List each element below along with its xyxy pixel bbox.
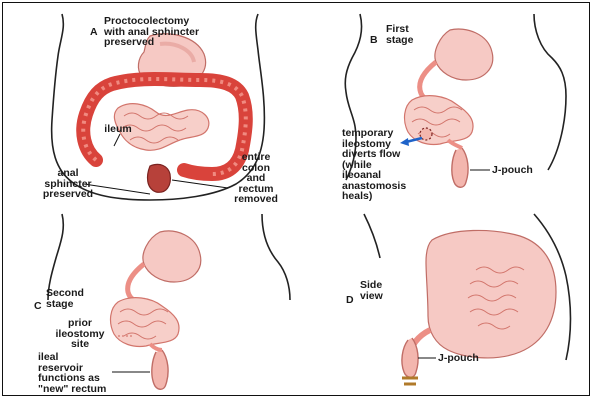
panel-c-stomach [143,231,201,282]
panel-c-duodenum [128,264,146,302]
panel-a-title: Proctocolectomy with anal sphincter pres… [104,16,234,48]
panel-d-letter: D [346,294,354,306]
panel-d-label-jpouch: J-pouch [438,353,498,364]
panel-b-label-jpouch: J-pouch [492,165,552,176]
panel-c-header: C Second stage [34,290,42,322]
panel-b-header: B First stage [370,24,378,56]
panel-a-label-ileum: ileum [100,124,136,135]
panel-a-header: A Proctocolectomy with anal sphincter pr… [90,16,98,48]
panel-d-title: Side view [360,280,400,301]
panel-d-j-pouch [402,338,418,377]
panel-b-title: First stage [386,24,446,45]
panel-a-rectum [148,164,171,192]
panel-d-header: D Side view [346,284,354,316]
panel-b-letter: B [370,34,378,46]
panel-b-j-pouch [452,148,468,187]
panel-a-label-colon: entire colon and rectum removed [228,152,284,205]
panel-a-leader-colon [172,180,228,188]
panel-c-label-prior-ileostomy: prior ileostomy site [48,318,112,350]
panel-b-label-ileostomy: temporary ileostomy diverts flow (while … [342,128,432,202]
panel-c-title: Second stage [46,288,106,309]
panel-b-duodenum [420,62,440,101]
panel-c-label-reservoir: ileal reservoir functions as "new" rectu… [38,352,122,394]
panel-d-sphincter [402,378,418,384]
panel-c-letter: C [34,300,42,312]
panel-d-side-organ [426,230,556,358]
panel-c-j-pouch [152,350,168,389]
panel-c-ileum-to-pouch [150,344,162,350]
panel-a-leader-ileum [114,134,120,146]
panel-a-label-sphincter: anal sphincter preserved [38,168,98,200]
panel-a-letter: A [90,26,98,38]
